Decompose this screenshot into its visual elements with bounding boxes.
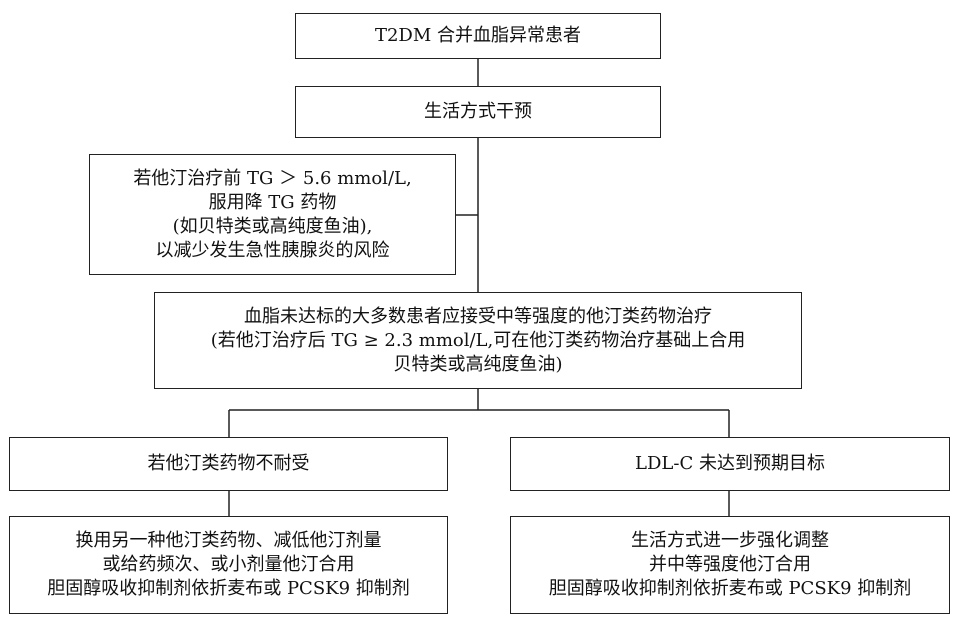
ldl-action-box: 生活方式进一步强化调整并中等强度他汀合用胆固醇吸收抑制剂依折麦布或 PCSK9 … [510,516,950,614]
node-text-line: 以减少发生急性胰腺炎的风险 [155,239,390,261]
lifestyle-box: 生活方式干预 [295,86,661,138]
node-text-line: 胆固醇吸收抑制剂依折麦布或 PCSK9 抑制剂 [548,578,912,599]
node-text-line: LDL-C 未达到预期目标 [635,453,825,474]
node-text-line: 并中等强度他汀合用 [649,554,811,575]
node-text-line: T2DM 合并血脂异常患者 [374,25,582,46]
node-text-line: 血脂未达标的大多数患者应接受中等强度的他汀类药物治疗 [244,305,712,327]
node-text-line: 若他汀类药物不耐受 [147,453,310,474]
statin-box: 血脂未达标的大多数患者应接受中等强度的他汀类药物治疗(若他汀治疗后 TG ≥ 2… [154,292,802,389]
node-text-line: 或给药频次、或小剂量他汀合用 [102,554,355,575]
node-text-line: 生活方式干预 [424,101,532,122]
node-text-line: 换用另一种他汀类药物、减低他汀剂量 [75,530,382,551]
start-box: T2DM 合并血脂异常患者 [295,13,661,59]
node-text-line: 贝特类或高纯度鱼油) [393,353,563,375]
tg-side-box: 若他汀治疗前 TG ＞ 5.6 mmol/L,服用降 TG 药物(如贝特类或高纯… [89,154,456,275]
node-text-line: 生活方式进一步强化调整 [631,530,829,551]
intolerant-box: 若他汀类药物不耐受 [9,437,448,491]
node-text-line: 若他汀治疗前 TG ＞ 5.6 mmol/L, [133,167,412,189]
node-text-line: (如贝特类或高纯度鱼油), [172,215,373,237]
node-text-line: (若他汀治疗后 TG ≥ 2.3 mmol/L,可在他汀类药物治疗基础上合用 [210,329,746,351]
ldl-not-met-box: LDL-C 未达到预期目标 [510,437,950,491]
node-text-line: 胆固醇吸收抑制剂依折麦布或 PCSK9 抑制剂 [47,578,410,599]
intolerant-action-box: 换用另一种他汀类药物、减低他汀剂量或给药频次、或小剂量他汀合用胆固醇吸收抑制剂依… [9,516,448,614]
node-text-line: 服用降 TG 药物 [208,191,337,213]
